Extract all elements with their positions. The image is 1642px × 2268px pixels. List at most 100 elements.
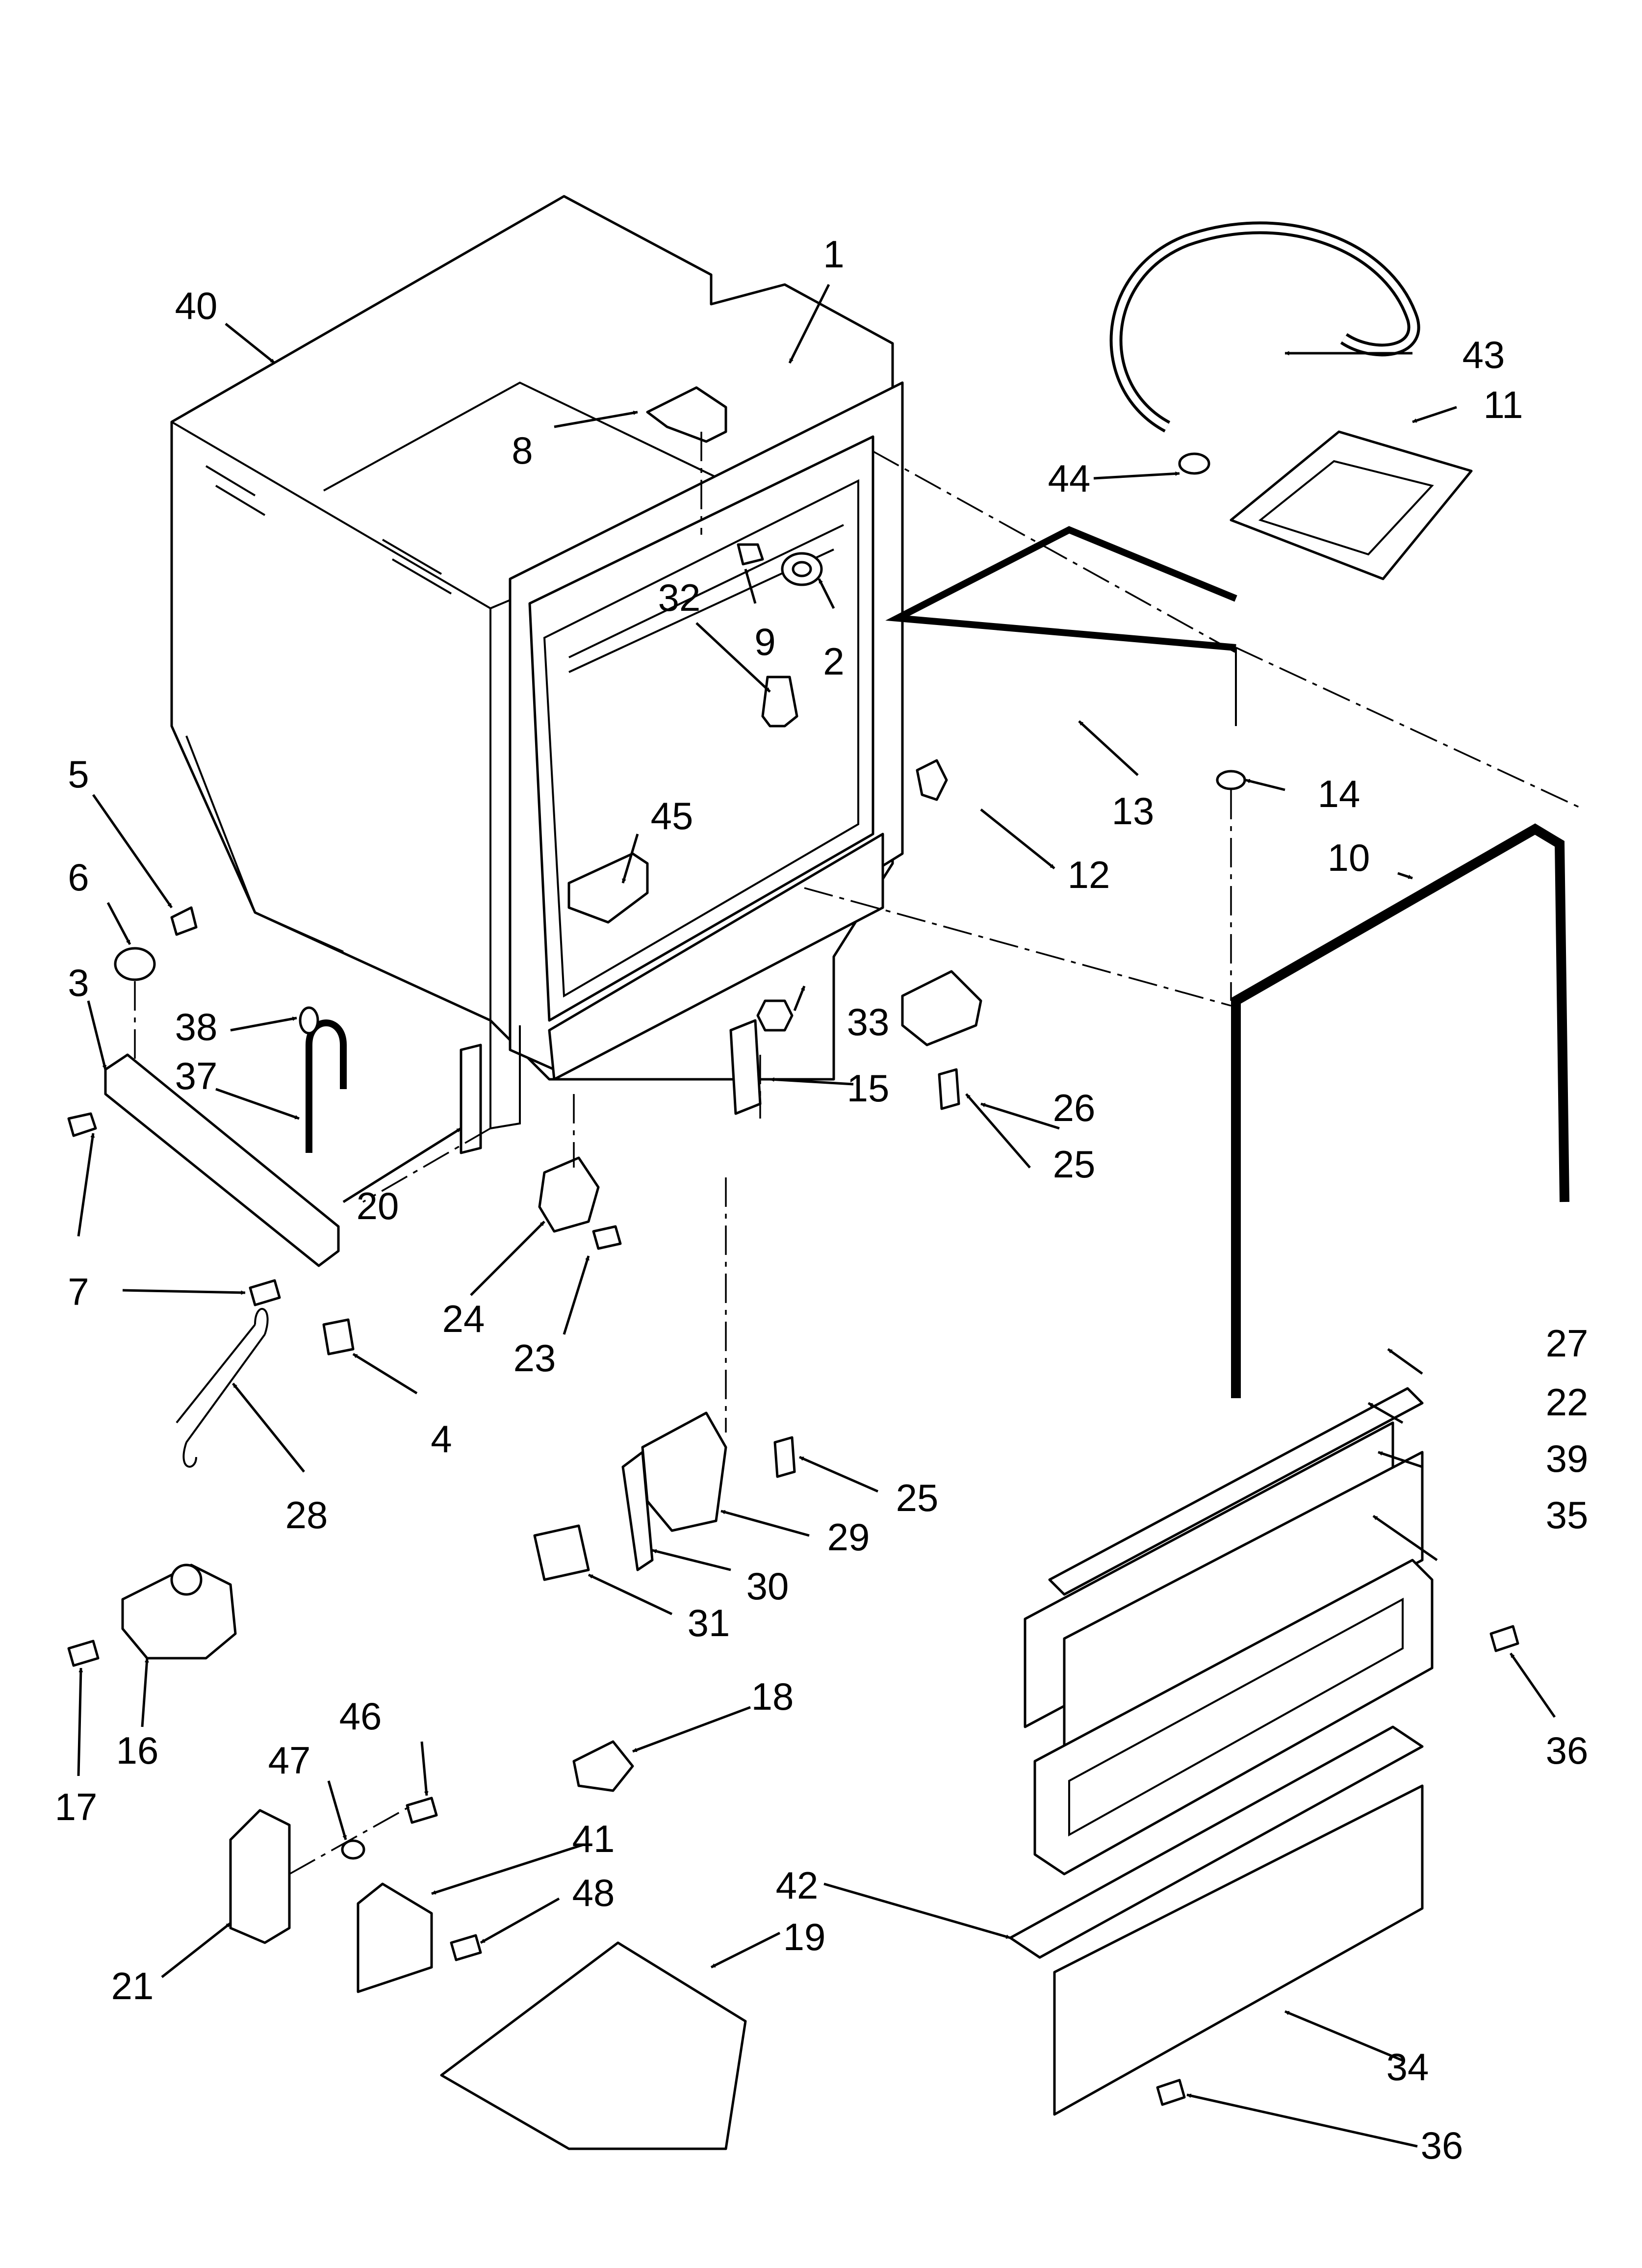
nut-33 <box>756 999 794 1032</box>
screw-23 <box>592 1225 622 1250</box>
plate-20 <box>460 1043 482 1154</box>
label-25a: 25 <box>1053 1143 1096 1186</box>
hose-43-inner <box>1112 224 1417 430</box>
screw-5 <box>170 906 198 936</box>
label-29: 29 <box>827 1515 870 1559</box>
label-42: 42 <box>776 1864 819 1907</box>
label-36b: 36 <box>1421 2124 1463 2167</box>
label-46: 46 <box>339 1694 382 1738</box>
bracket-35 <box>1033 1559 1434 1876</box>
label-39: 39 <box>1546 1437 1589 1480</box>
label-47: 47 <box>268 1739 311 1782</box>
label-15: 15 <box>847 1067 890 1110</box>
label-9: 9 <box>754 620 775 663</box>
bracket-11 <box>1230 430 1473 580</box>
label-30: 30 <box>746 1564 789 1608</box>
label-5: 5 <box>68 753 89 796</box>
hose-37 <box>306 1019 347 1153</box>
label-4: 4 <box>431 1417 452 1460</box>
label-37: 37 <box>175 1054 218 1097</box>
label-20: 20 <box>357 1184 399 1227</box>
label-3: 3 <box>68 961 89 1004</box>
part-15 <box>729 1019 762 1115</box>
lever-30 <box>621 1451 654 1571</box>
screw-9 <box>737 543 764 566</box>
label-26: 26 <box>1053 1086 1096 1129</box>
part-18 <box>572 1740 634 1792</box>
screw-46 <box>406 1797 438 1824</box>
label-21: 21 <box>111 1964 154 2007</box>
strip-27 <box>1048 1387 1424 1596</box>
label-19: 19 <box>783 1915 826 1958</box>
label-31: 31 <box>688 1601 730 1644</box>
bracket-21 <box>229 1809 291 1944</box>
bracket-3 <box>104 1053 340 1267</box>
label-34: 34 <box>1386 2045 1429 2088</box>
label-38: 38 <box>175 1005 218 1048</box>
label-17: 17 <box>55 1785 98 1828</box>
label-8: 8 <box>512 429 533 472</box>
label-13: 13 <box>1112 789 1155 833</box>
frame-10 <box>1231 823 1569 1398</box>
label-1: 1 <box>823 233 844 276</box>
leg-4 <box>322 1318 355 1356</box>
screw-36b <box>1156 2079 1186 2106</box>
screw-48 <box>450 1934 482 1961</box>
leader-lines <box>77 284 1556 2148</box>
label-44: 44 <box>1048 457 1091 500</box>
vent-42 <box>1009 1725 1424 1959</box>
label-40: 40 <box>175 284 218 327</box>
part-24 <box>538 1156 600 1233</box>
label-48: 48 <box>572 1871 615 1914</box>
bracket-41 <box>357 1882 433 1993</box>
washer-14 <box>1216 770 1246 790</box>
label-28: 28 <box>285 1493 328 1537</box>
label-24: 24 <box>442 1297 485 1340</box>
label-14: 14 <box>1318 772 1360 815</box>
part-32 <box>761 676 798 728</box>
label-7a: 7 <box>68 1270 89 1313</box>
screw-7a <box>67 1112 97 1137</box>
label-25b: 25 <box>896 1476 939 1519</box>
panel-39 <box>1063 1451 1424 1748</box>
label-36a: 36 <box>1546 1729 1589 1772</box>
screw-7b <box>249 1279 281 1306</box>
clip-38 <box>299 1006 319 1035</box>
kickplate-34 <box>1053 1784 1424 2116</box>
screw-36a <box>1489 1625 1519 1652</box>
bracket-8 <box>646 386 727 443</box>
latch-29 <box>641 1411 727 1532</box>
spring-28 <box>176 1308 269 1468</box>
washer-47 <box>341 1839 365 1860</box>
label-43: 43 <box>1462 333 1505 376</box>
label-22: 22 <box>1546 1381 1589 1424</box>
label-18: 18 <box>751 1675 794 1718</box>
label-33: 33 <box>847 1000 890 1043</box>
label-10: 10 <box>1328 836 1370 879</box>
label-27: 27 <box>1546 1322 1589 1365</box>
label-23: 23 <box>513 1336 556 1380</box>
valve-16 <box>121 1564 237 1660</box>
washer-6 <box>114 947 156 981</box>
label-11: 11 <box>1484 383 1523 426</box>
hardware-bag-19 <box>440 1941 747 2150</box>
label-6: 6 <box>68 856 89 899</box>
loop-13 <box>885 526 1237 651</box>
hidden-lines <box>134 432 1585 1875</box>
screw-25a <box>938 1068 960 1110</box>
label-2: 2 <box>823 640 844 683</box>
part-26 <box>901 970 982 1046</box>
label-45: 45 <box>651 794 693 837</box>
clamp-44 <box>1178 452 1210 475</box>
label-12: 12 <box>1068 853 1110 896</box>
label-32: 32 <box>658 576 701 619</box>
screw-25b <box>773 1436 796 1478</box>
label-41: 41 <box>572 1817 615 1860</box>
fitting-2 <box>781 552 823 586</box>
label-35: 35 <box>1546 1493 1589 1537</box>
part-12 <box>916 759 948 801</box>
cover-31 <box>533 1524 590 1581</box>
label-16: 16 <box>116 1729 159 1772</box>
screw-17 <box>67 1640 100 1667</box>
